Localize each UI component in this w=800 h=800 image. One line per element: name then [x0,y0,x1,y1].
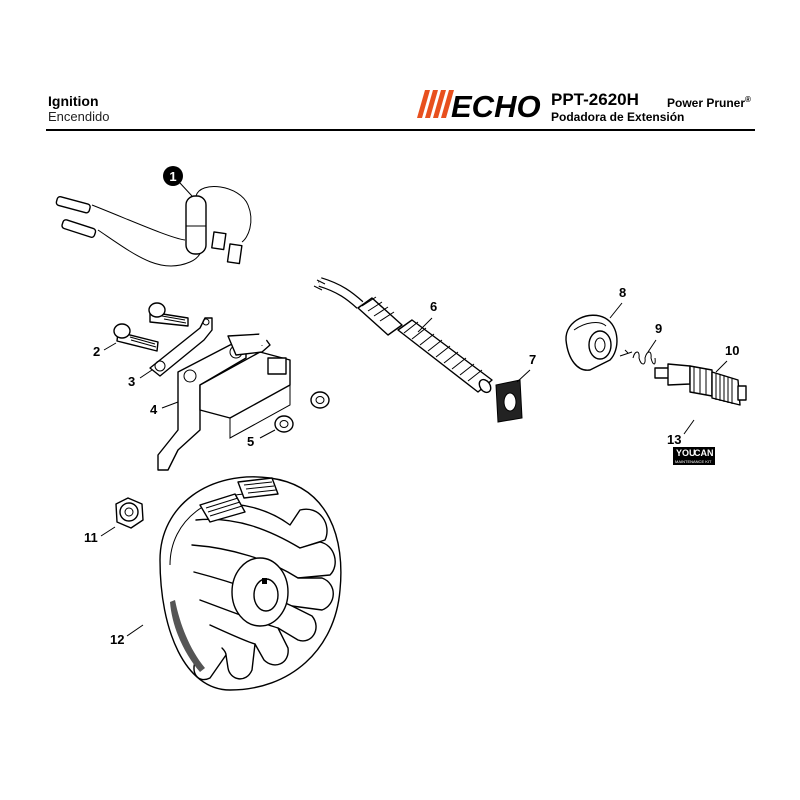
callout-13: 13 [667,419,695,447]
spring-guard [357,296,493,394]
part-4-ignition-coil [157,277,319,471]
callout-2-label: 2 [93,344,100,359]
part-1-wire-harness [55,186,252,267]
product-name: Power Pruner® [667,95,751,110]
part-5-nuts [274,391,330,433]
part-3-ground-plate [149,317,213,377]
registered-mark: ® [745,95,751,104]
model-number: PPT-2620H [551,90,639,109]
callout-4-label: 4 [150,402,158,417]
echo-logo: ECHO [417,89,541,122]
callout-5-label: 5 [247,434,254,449]
callout-1-label: 1 [169,169,176,184]
callout-10: 10 [715,343,739,373]
callout-8-label: 8 [619,285,626,300]
callout-13-label: 13 [667,432,681,447]
callout-1: 1 [163,166,193,197]
part-8-plug-cap [565,314,618,371]
flywheel-hub [231,557,289,627]
part-12-flywheel [159,476,342,691]
kit-badge-caption: MAINTENANCE KIT [675,459,712,464]
callout-6-label: 6 [430,299,437,314]
flywheel-magnets [199,477,279,523]
part-6-high-tension-lead [313,277,493,394]
callout-3-label: 3 [128,374,135,389]
header-rule [46,129,755,131]
callout-7-label: 7 [529,352,536,367]
page-title: Ignition [48,93,99,109]
callout-2: 2 [93,342,117,359]
kit-badge-you: YOU [676,448,696,458]
callout-11-label: 11 [84,530,98,545]
brand-stripes [417,90,454,118]
callout-7: 7 [516,352,536,383]
part-10-spark-plug [654,363,747,406]
product-name-text: Power Pruner [667,96,746,110]
part-2-screw [113,302,189,352]
callout-9: 9 [647,321,662,353]
callout-11: 11 [84,526,116,545]
page-subtitle: Encendido [48,109,110,124]
callout-12-label: 12 [110,632,124,647]
callout-5: 5 [247,429,276,449]
part-9-spring [619,349,656,365]
product-name-spanish: Podadora de Extensión [551,110,685,124]
part-13-maintenance-kit-badge: YOU CAN MAINTENANCE KIT [673,447,715,465]
callout-9-label: 9 [655,321,662,336]
kit-badge-can: CAN [694,448,714,458]
callout-6: 6 [417,299,437,333]
callout-4: 4 [150,401,179,417]
callout-10-label: 10 [725,343,739,358]
brand-wordmark: ECHO [451,89,541,122]
callout-3: 3 [128,369,153,389]
part-7-grommet [495,379,523,423]
part-11-flywheel-nut [115,497,144,529]
callout-12: 12 [110,624,144,647]
callout-8: 8 [609,285,626,319]
